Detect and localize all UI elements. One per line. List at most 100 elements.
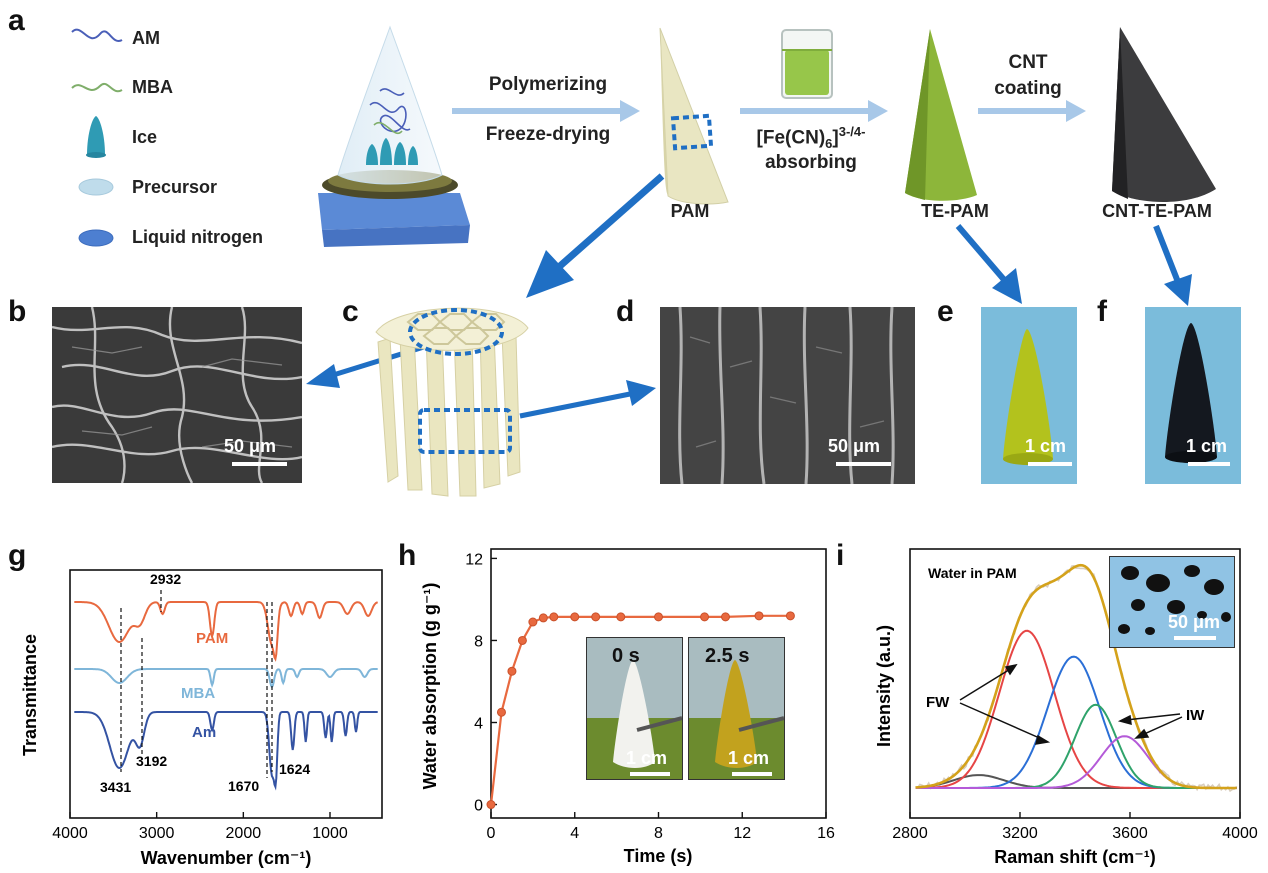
panel-label-a: a (8, 4, 25, 37)
wavy-line-green-icon (71, 83, 123, 93)
liquid-nitrogen-disc-icon (78, 229, 114, 247)
raman-annotation-iw: IW (1186, 707, 1205, 724)
absorption-data-point (507, 666, 517, 676)
wavy-line-blue-icon (71, 28, 123, 43)
ftir-series-label-mba: MBA (181, 685, 215, 702)
raman-inset-scalebar (1174, 636, 1216, 640)
absorption-x-tick-label: 8 (654, 825, 663, 842)
cnt-te-pam-label: CNT-TE-PAM (1102, 201, 1212, 221)
step1-bottom-label: Freeze-drying (485, 124, 611, 145)
step2-bottom-label: absorbing (765, 152, 857, 173)
ftir-annotation-1624: 1624 (279, 761, 310, 777)
raman-annotation-fw: FW (926, 694, 950, 711)
inset-scale-0s-label: 1 cm (626, 748, 668, 768)
absorption-data-point (721, 612, 730, 622)
scalebar-d-label: 50 μm (828, 436, 881, 456)
panel-label-f: f (1097, 295, 1107, 328)
legend-label-mba: MBA (132, 77, 173, 97)
raman-y-axis-title: Intensity (a.u.) (874, 625, 894, 747)
legend-label-am: AM (132, 28, 160, 48)
panel-label-h: h (398, 539, 417, 572)
step3-top-label: CNT (1008, 52, 1048, 73)
raman-x-tick-label: 3200 (1002, 825, 1038, 842)
absorption-y-tick-label: 12 (465, 551, 483, 568)
raman-peak-5 (915, 735, 1237, 789)
ftir-annotation-1670: 1670 (228, 778, 259, 794)
step3-bottom-label: coating (994, 78, 1062, 99)
raman-annotation-water-in-pam: Water in PAM (928, 565, 1017, 581)
absorption-data-point (549, 612, 559, 622)
raman-x-tick-label: 2800 (892, 825, 928, 842)
scalebar-e (1028, 462, 1072, 466)
ice-spike-icon (86, 116, 106, 158)
ftir-series-pam (74, 601, 379, 662)
inset-scalebar-2-5s (732, 772, 772, 776)
ftir-x-tick-label: 4000 (52, 825, 88, 842)
absorption-data-point (754, 611, 764, 621)
absorption-data-point (700, 612, 710, 622)
absorption-data-point (528, 617, 538, 627)
absorption-y-tick-label: 4 (474, 716, 483, 733)
absorption-y-tick-label: 0 (474, 798, 483, 815)
inset-label-2-5s: 2.5 s (705, 645, 750, 667)
scalebar-e-label: 1 cm (1025, 436, 1067, 456)
panel-label-g: g (8, 539, 27, 572)
absorption-x-tick-label: 0 (487, 825, 496, 842)
absorption-y-axis-title: Water absorption (g g⁻¹) (420, 583, 440, 790)
step1-top-label: Polymerizing (488, 74, 608, 95)
absorption-data-point (591, 612, 601, 622)
absorption-data-point (616, 612, 626, 622)
panel-label-e: e (937, 295, 954, 328)
raman-x-tick-label: 3600 (1112, 825, 1148, 842)
absorption-x-tick-label: 16 (817, 825, 835, 842)
sem-image-longitudinal-section (660, 307, 915, 484)
inset-photo-2-5s (688, 637, 785, 780)
sem-image-cross-section (52, 307, 302, 483)
ftir-series-label-am: Am (192, 724, 216, 741)
te-pam-label: TE-PAM (921, 201, 989, 221)
absorption-x-tick-label: 12 (733, 825, 751, 842)
ftir-x-tick-label: 3000 (139, 825, 175, 842)
absorption-y-tick-label: 8 (474, 633, 483, 650)
absorption-data-point (785, 611, 795, 621)
ftir-annotation-3192: 3192 (136, 753, 167, 769)
raman-x-tick-label: 4000 (1222, 825, 1258, 842)
raman-annotation-arrows (959, 663, 1183, 745)
legend-label-precursor: Precursor (132, 177, 218, 197)
legend-label-ice: Ice (132, 127, 158, 147)
photo-te-pam-cone (981, 307, 1077, 484)
inset-photo-0s (586, 637, 683, 780)
absorption-data-point (517, 635, 527, 645)
absorption-data-point (654, 612, 663, 622)
inset-label-0s: 0 s (612, 645, 640, 667)
ftir-series-am (74, 711, 378, 791)
arrow-c-to-d (519, 380, 656, 419)
raman-plot-frame (909, 548, 1241, 819)
raman-fit-envelope (915, 563, 1237, 790)
beaker-icon (781, 29, 833, 99)
panel-label-d: d (616, 295, 635, 328)
scalebar-b (232, 462, 287, 466)
step2-top-label: [Fe(CN)6]3-/4- (756, 124, 866, 152)
connector-arrows (526, 173, 1192, 306)
ftir-x-axis-title: Wavenumber (cm⁻¹) (141, 848, 312, 868)
process-arrow-2 (740, 100, 888, 122)
te-pam-cone-illustration (905, 29, 977, 201)
absorption-x-tick-label: 4 (570, 825, 579, 842)
process-arrow-3 (978, 100, 1086, 122)
scalebar-f-label: 1 cm (1186, 436, 1228, 456)
raman-inset-micrograph (1109, 556, 1235, 648)
ftir-y-axis-title: Transmittance (20, 634, 40, 756)
absorption-data-point (570, 612, 580, 622)
freeze-setup-illustration (318, 25, 470, 247)
ftir-annotation-2932: 2932 (150, 571, 181, 587)
absorption-data-point (496, 707, 506, 717)
scalebar-f (1188, 462, 1230, 466)
precursor-disc-icon (78, 178, 114, 196)
panel-label-b: b (8, 295, 27, 328)
scalebar-d (836, 462, 891, 466)
pam-cone-illustration (659, 27, 729, 205)
